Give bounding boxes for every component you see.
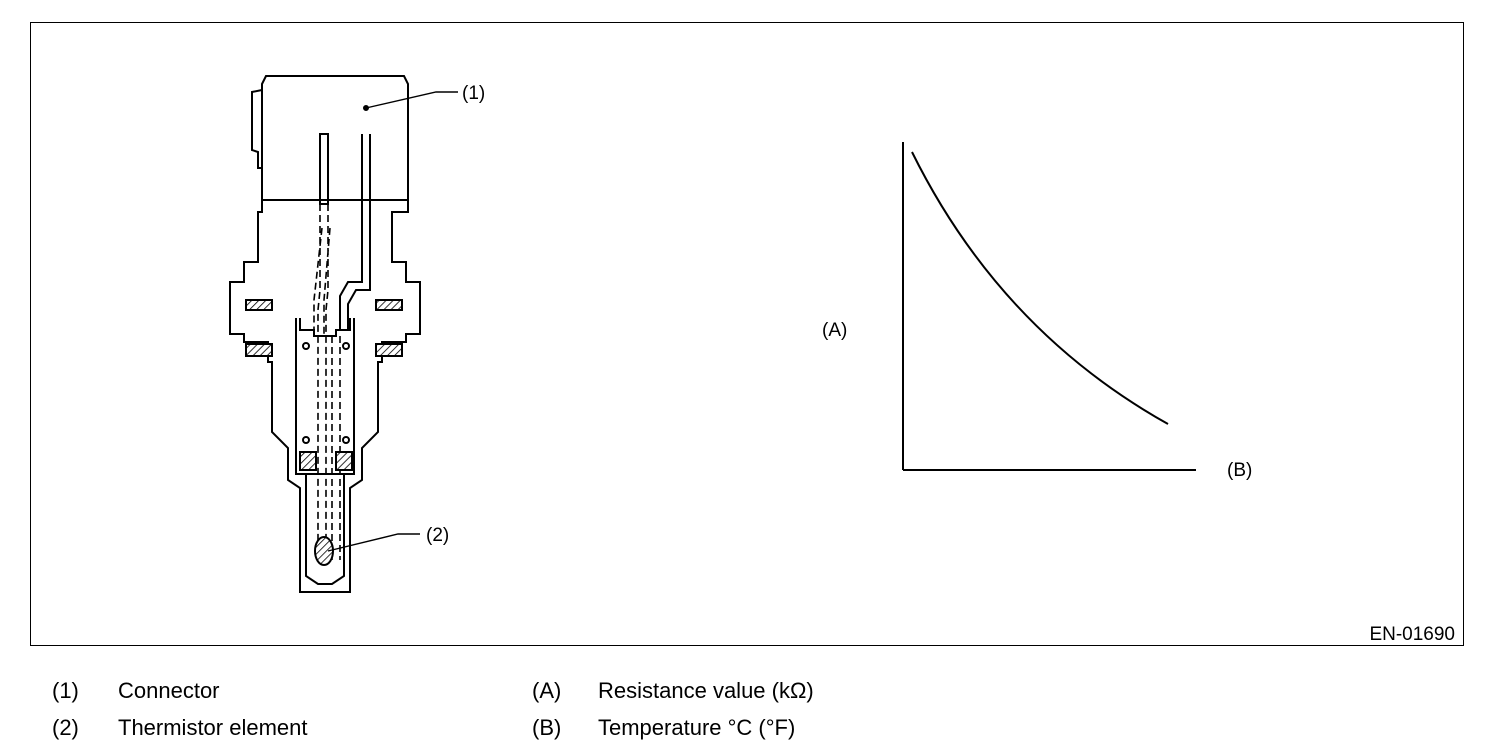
- internal-lead-wires: [313, 204, 341, 560]
- lower-block-left: [299, 451, 317, 471]
- legend-text: Thermistor element: [118, 715, 308, 740]
- connector-leader-line: [365, 91, 458, 109]
- upper-seal-left: [245, 299, 273, 311]
- legend-key: (1): [52, 678, 79, 703]
- graph-x-axis-label: (B): [1227, 460, 1252, 481]
- terminal-pin-right: [339, 134, 371, 330]
- legend-key: (2): [52, 715, 79, 740]
- lower-block-right: [335, 451, 353, 471]
- connector-callout-label: (1): [462, 83, 485, 104]
- legend-text: Temperature °C (°F): [598, 715, 796, 740]
- lower-seal-left: [245, 343, 273, 357]
- thermistor-callout-label: (2): [426, 525, 449, 546]
- connector-latch: [251, 89, 263, 169]
- sensor-housing-outline: [229, 75, 421, 593]
- o-ring-lower-right: [342, 436, 350, 444]
- legend-key: (B): [532, 715, 562, 740]
- o-ring-lower-left: [302, 436, 310, 444]
- sensor-inner-bore: [295, 318, 355, 475]
- probe-inner-wall: [305, 474, 345, 585]
- figure-canvas: (1) (2) (A) (B) EN-01690: [229, 75, 1455, 645]
- legend-key: (A): [532, 678, 562, 703]
- resistance-curve: [911, 151, 1169, 425]
- terminal-pin-left: [319, 133, 329, 205]
- o-ring-right: [342, 342, 350, 350]
- figure-legend: (1) Connector (2) Thermistor element (A)…: [0, 672, 1504, 756]
- lower-seal-right: [375, 343, 403, 357]
- thermistor-leader-line: [327, 533, 420, 552]
- figure-code: EN-01690: [1369, 624, 1455, 645]
- sensor-drawing: [229, 75, 458, 593]
- resistance-graph: [902, 142, 1196, 471]
- legend-text: Connector: [118, 678, 220, 703]
- thermistor-element: [314, 536, 334, 566]
- legend-text: Resistance value (kΩ): [598, 678, 814, 703]
- upper-seal-right: [375, 299, 403, 311]
- o-ring-left: [302, 342, 310, 350]
- figure-frame: [30, 22, 1464, 646]
- graph-y-axis-label: (A): [822, 320, 847, 341]
- inner-collar: [299, 318, 351, 337]
